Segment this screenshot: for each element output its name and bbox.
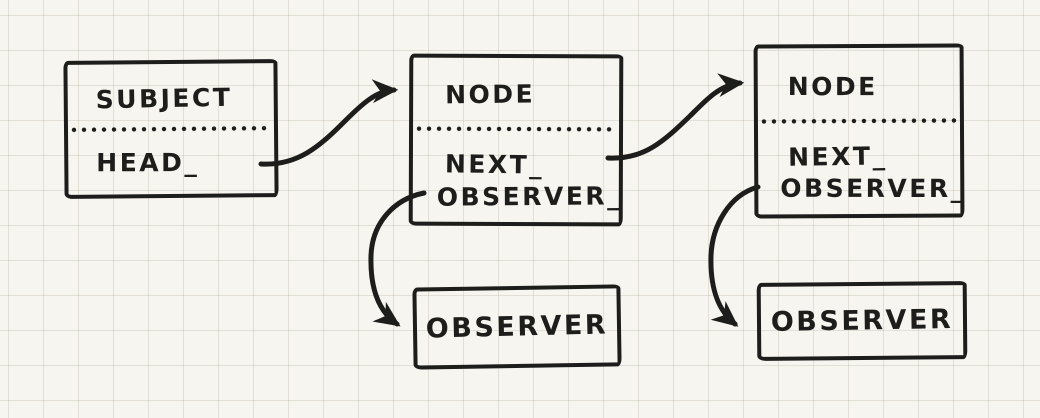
node1-field-next: NEXT_ [445,151,545,177]
node2-title: NODE [788,74,878,99]
node2-dotted-divider [761,117,957,124]
subject-title: SUBJECT [96,85,233,113]
observer2-title: OBSERVER [761,306,963,336]
arrow-head-to-node1 [261,90,394,164]
node2-box: NODE NEXT_ OBSERVER_ [754,43,965,218]
subject-box: SUBJECT HEAD_ [63,59,278,199]
node1-box: NODE NEXT_ OBSERVER_ [409,54,624,227]
node2-field-observer: OBSERVER_ [780,176,965,201]
subject-field-head: HEAD_ [96,150,199,175]
node1-dotted-divider [416,126,616,133]
observer2-box: OBSERVER [757,281,968,361]
observer1-box: OBSERVER [412,284,621,369]
subject-dotted-divider [71,125,271,133]
arrow-node2-to-observer2 [711,187,758,324]
node1-field-observer: OBSERVER_ [437,183,622,209]
node1-title: NODE [445,81,535,107]
observer1-title: OBSERVER [417,311,618,343]
arrow-next-to-node2 [608,83,740,158]
node2-field-next: NEXT_ [788,143,888,169]
